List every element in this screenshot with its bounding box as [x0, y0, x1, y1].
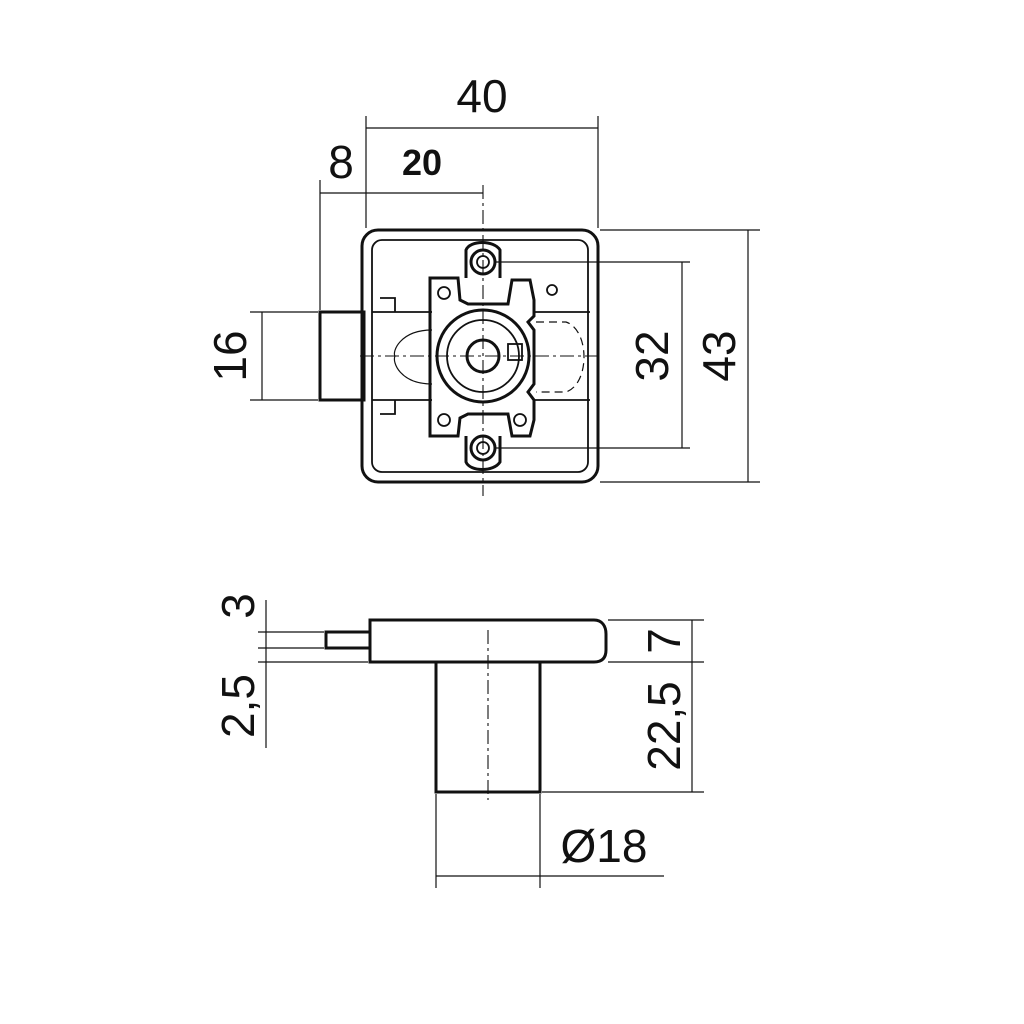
side-bolt: [324, 630, 372, 650]
bolt-slot-left: [380, 297, 396, 415]
dim-screw-spacing: 32: [626, 330, 678, 381]
dim-bolt-gap: 2,5: [212, 674, 264, 738]
dim-overall-height: 43: [693, 330, 745, 381]
bolt-curve: [393, 329, 433, 385]
mechanism-plate: [428, 276, 536, 438]
plate-hole-bottom-right: [513, 413, 527, 427]
dim-cylinder-length: 22,5: [638, 681, 690, 771]
plate-hole-bottom-left: [437, 413, 451, 427]
front-dimensions: 40 8 20 16 32 43: [204, 70, 760, 483]
dim-bolt-offset: 8: [328, 136, 354, 188]
cylinder-notch: [507, 343, 523, 361]
screw-lug-top: [464, 241, 502, 278]
plate-hole-top-left: [437, 286, 451, 300]
dim-cylinder-diameter: Ø18: [561, 820, 648, 872]
cam-hidden-path: [536, 321, 585, 393]
dim-bolt-thickness: 3: [212, 593, 264, 619]
dim-flange-thickness: 7: [638, 628, 690, 654]
front-view: [318, 185, 600, 496]
dim-overall-width: 40: [456, 70, 507, 122]
small-pin: [546, 284, 558, 296]
side-dimensions: 3 2,5 7 22,5 Ø18: [212, 593, 704, 888]
screw-lug-bottom: [464, 436, 502, 471]
dim-center-offset: 20: [402, 142, 442, 183]
dim-bolt-height: 16: [204, 330, 256, 381]
bolt: [318, 310, 366, 402]
side-view: [324, 618, 608, 800]
flange-outline: [368, 618, 608, 664]
